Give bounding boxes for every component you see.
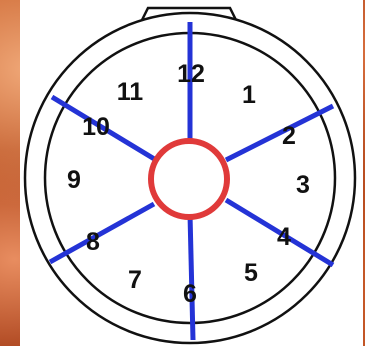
number-9: 9 bbox=[67, 166, 81, 194]
number-7: 7 bbox=[128, 266, 142, 294]
number-1: 1 bbox=[242, 81, 256, 109]
spoke-2 bbox=[226, 106, 333, 160]
number-11: 11 bbox=[117, 78, 144, 106]
number-3: 3 bbox=[296, 171, 310, 199]
spoke-6 bbox=[190, 214, 193, 340]
spoke-8 bbox=[50, 204, 154, 262]
number-10: 10 bbox=[82, 113, 110, 141]
number-2: 2 bbox=[282, 122, 296, 150]
center-ring bbox=[151, 141, 227, 217]
number-12: 12 bbox=[177, 60, 205, 88]
number-8: 8 bbox=[86, 228, 100, 256]
number-4: 4 bbox=[277, 223, 291, 251]
number-6: 6 bbox=[183, 280, 197, 308]
number-5: 5 bbox=[244, 259, 258, 287]
